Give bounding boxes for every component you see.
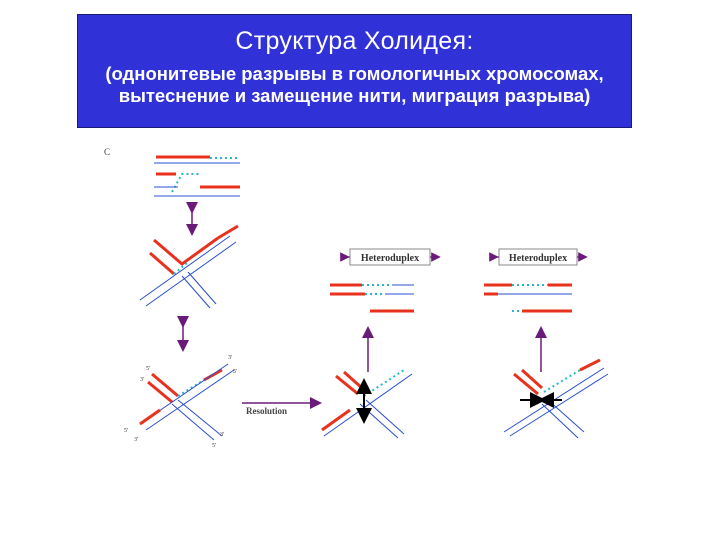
slide-subtitle: (однонитевые разрывы в гомологичных хром…	[78, 63, 631, 107]
resolution-label: Resolution	[246, 406, 287, 416]
stage-resolution-vertical	[321, 369, 413, 439]
subtitle-line-2: вытеснение и замещение нити, миграция ра…	[118, 85, 591, 106]
stage-nicked-duplexes	[154, 155, 240, 197]
stage-holliday-junction	[139, 363, 235, 441]
label-5-bottom-left: 5'	[124, 428, 128, 434]
label-5-top-right: 5'	[233, 369, 237, 375]
label-5-bottom-right: 5'	[212, 443, 216, 449]
label-3-bottom-right: 3'	[220, 432, 224, 438]
label-3-bottom-left: 3'	[134, 437, 138, 443]
heteroduplex-left: Heteroduplex	[330, 248, 441, 313]
subtitle-line-1: (однонитевые разрывы в гомологичных хром…	[105, 63, 604, 84]
title-box: Структура Холидея: (однонитевые разрывы …	[77, 14, 632, 128]
label-5-top-left: 5'	[146, 366, 150, 372]
panel-letter: C	[104, 147, 110, 157]
strand-end-labels: 5' 3' 3' 5' 5' 3' 3' 5'	[124, 355, 237, 449]
label-3-top-left: 3'	[140, 377, 144, 383]
label-3-top-right: 3'	[228, 355, 232, 361]
stage-resolution-horizontal	[503, 358, 609, 439]
heteroduplex-label-right: Heteroduplex	[509, 253, 567, 264]
heteroduplex-right: Heteroduplex	[484, 248, 588, 313]
stage-single-crossover	[139, 224, 239, 309]
heteroduplex-label-left: Heteroduplex	[361, 253, 419, 264]
slide-title: Структура Холидея:	[235, 27, 474, 55]
